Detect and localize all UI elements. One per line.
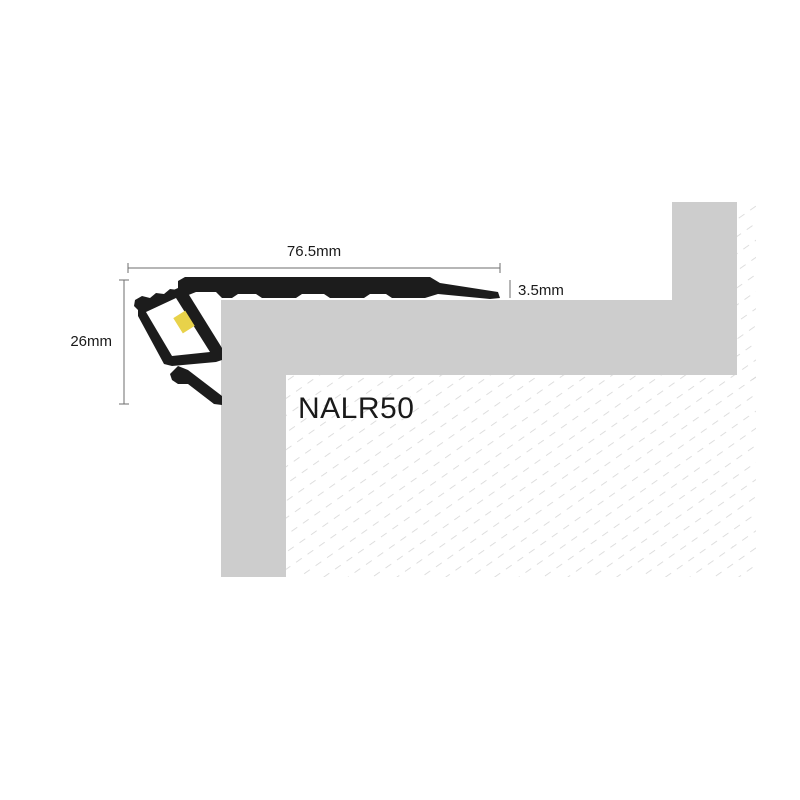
- led-strip: [173, 310, 195, 334]
- width-dimension: 76.5mm: [127, 243, 501, 273]
- thickness-dimension-label: 3.5mm: [518, 282, 564, 299]
- substrate-hatch: [286, 200, 756, 577]
- height-dimension-label: 26mm: [70, 333, 112, 350]
- product-code-label: NALR50: [298, 392, 414, 425]
- width-dimension-label: 76.5mm: [287, 243, 341, 260]
- stair-step-outline: [221, 202, 737, 577]
- thickness-dimension: 3.5mm: [509, 280, 564, 299]
- height-dimension: 26mm: [70, 279, 129, 405]
- led-channel-interior: [146, 298, 210, 356]
